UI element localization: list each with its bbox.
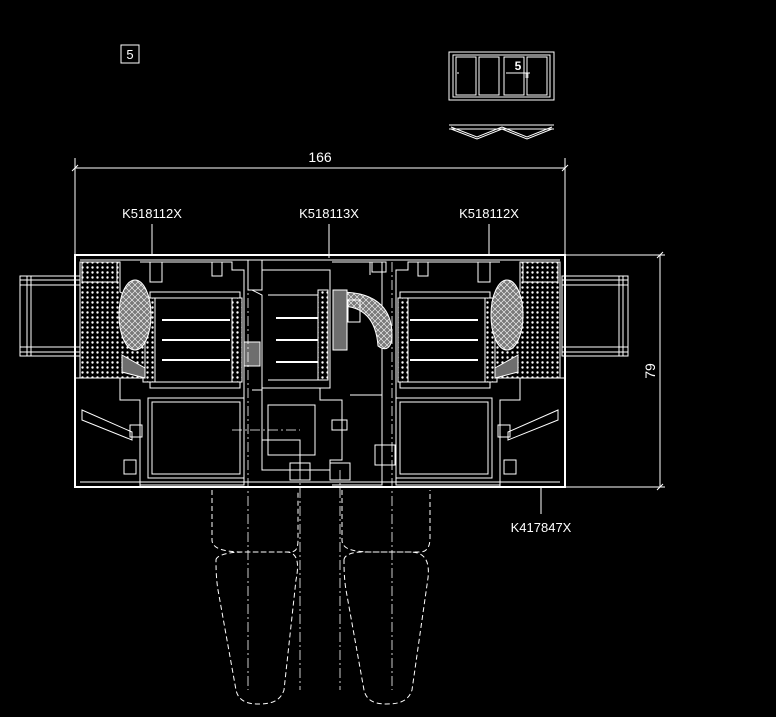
width-dimension: 166 [71,149,569,255]
folding-plan-thumbnail [449,124,554,140]
thumbnail-sub-mark: II [525,73,529,80]
profile-label-right: K518112X [459,206,519,256]
central-sash-pair [243,259,396,486]
profile-label-frame: K417847X [511,487,572,535]
centre-lines [232,262,393,690]
depth-dimension-value: 79 [642,363,658,379]
thumbnail-number: 5 [515,59,522,73]
window-elevation-thumbnail: 5 II [448,51,555,101]
right-sash-profile [395,261,561,486]
detail-number-text: 5 [126,47,133,62]
left-sash-code: K518112X [122,206,182,221]
handle-right-dashed [341,490,431,705]
profile-label-left: K518112X [122,206,182,256]
outer-frame-profile [74,254,566,488]
right-sash-code: K518112X [459,206,519,221]
depth-dimension: 79 [566,251,665,491]
width-dimension-value: 166 [308,149,332,165]
center-sash-code: K518113X [299,206,359,221]
profile-label-center: K518113X [299,206,359,258]
frame-code: K417847X [511,520,572,535]
left-sash-profile [79,261,245,486]
handle-left-dashed [211,490,299,705]
detail-number-badge: 5 [120,44,140,64]
